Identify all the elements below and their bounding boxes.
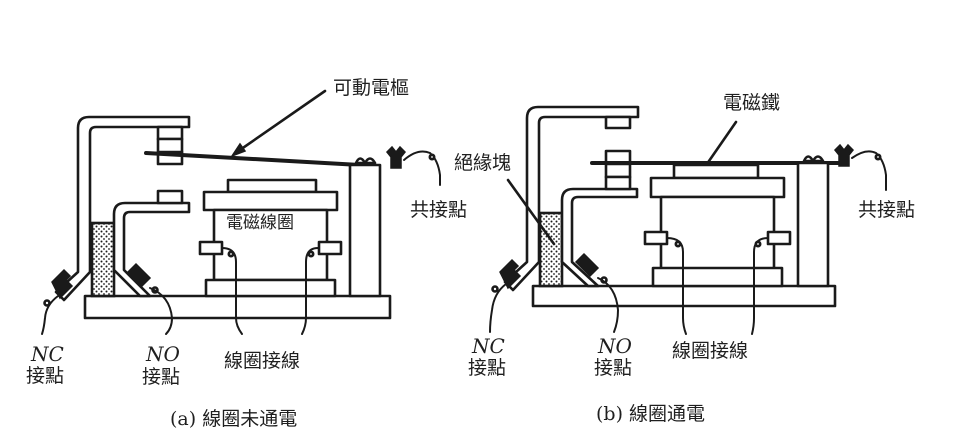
nc-lead-joint (43, 299, 51, 307)
nc-abbr-label: NC (31, 342, 64, 366)
panel-a-caption-text: 線圈未通電 (202, 408, 298, 430)
common-wire (403, 150, 441, 186)
insulator-block (90, 221, 116, 298)
coil-core-top (226, 178, 318, 194)
common-terminal-icon (833, 143, 855, 167)
coil-left-terminal (198, 240, 224, 256)
no-contact-label: 接點 (594, 357, 633, 379)
no-moving-contact (604, 162, 632, 179)
coil-leads-label: 線圈接線 (672, 340, 749, 362)
no-contact-bracket (112, 201, 191, 298)
panel-b-caption-prefix: (b) (596, 403, 623, 425)
nc-abbr-label: NC (472, 334, 505, 358)
no-terminal-icon (574, 252, 600, 278)
armature-support-post (796, 161, 830, 288)
panel-a-caption: (a) 線圈未通電 (170, 410, 297, 429)
nc-moving-contact (156, 137, 184, 154)
nc-terminal-icon (51, 268, 74, 300)
electromagnet-label: 電磁鐵 (723, 92, 781, 114)
nc-contact-bracket (503, 105, 640, 292)
arrowhead-icon (230, 142, 247, 158)
coil-lead-right (751, 237, 769, 335)
panel-b-caption-text: 線圈通電 (629, 403, 706, 425)
coil-lead-joint-right (307, 250, 315, 258)
coil-right-terminal (766, 230, 792, 246)
base-plate (83, 294, 392, 320)
coil-top-plate (202, 190, 339, 212)
coil-lead-left (221, 247, 243, 335)
coil-bottom-plate (651, 266, 784, 288)
common-lead-joint (428, 153, 436, 161)
coil-bottom-plate (204, 278, 337, 298)
nc-wire (41, 295, 59, 335)
nc-fixed-contact (156, 125, 184, 141)
no-abbr-label: NO (146, 342, 180, 366)
insulator-label: 絕緣塊 (454, 152, 512, 174)
common-wire (851, 150, 887, 191)
nc-contact-bracket (54, 115, 191, 302)
armature-label: 可動電樞 (333, 77, 410, 99)
common-contact-label: 共接點 (858, 199, 916, 221)
no-wire (149, 287, 174, 335)
no-contact-label: 接點 (142, 366, 181, 388)
nc-terminal-icon (499, 258, 522, 290)
coil-lead-left (666, 237, 687, 335)
no-terminal-icon (126, 262, 152, 288)
nc-lead-joint (491, 285, 499, 293)
coil-top-plate (649, 176, 786, 199)
panel-a-relay-de-energized (41, 89, 441, 335)
coil-lead-joint-left (227, 250, 235, 258)
insulator-pointer (506, 178, 556, 246)
no-abbr-label: NO (598, 334, 632, 358)
panel-b-caption: (b) 線圈通電 (596, 405, 705, 424)
coil-left-terminal (643, 230, 669, 246)
common-terminal-icon (385, 145, 407, 169)
moving-armature (144, 151, 362, 167)
common-lead-joint (874, 153, 882, 161)
electromagnet-core-top (672, 163, 760, 180)
coil-label: 電磁線圈 (226, 213, 294, 233)
no-fixed-contact (156, 189, 184, 205)
armature-support-post (348, 163, 382, 298)
nc-wire (489, 283, 507, 333)
no-contact-bracket (560, 187, 639, 288)
nc-contact-label: 接點 (468, 357, 507, 379)
coil-leads-label: 線圈接線 (224, 350, 301, 372)
panel-a-caption-prefix: (a) (170, 408, 197, 430)
coil-lead-joint-right (754, 240, 762, 248)
no-wire (597, 277, 620, 333)
common-contact-label: 共接點 (410, 199, 468, 221)
no-fixed-contact-lower (604, 175, 632, 191)
insulator-block (538, 211, 564, 288)
armature-pivot (802, 155, 825, 163)
nc-fixed-contact (604, 115, 632, 130)
coil-lead-joint-left (674, 240, 682, 248)
armature-pointer-arrow (235, 89, 327, 154)
panel-b-relay-energized (489, 105, 887, 335)
nc-contact-label: 接點 (26, 365, 65, 387)
armature-pivot (354, 157, 377, 165)
coil-lead-right (301, 247, 319, 335)
coil-body (659, 195, 776, 272)
coil-right-terminal (317, 240, 343, 256)
